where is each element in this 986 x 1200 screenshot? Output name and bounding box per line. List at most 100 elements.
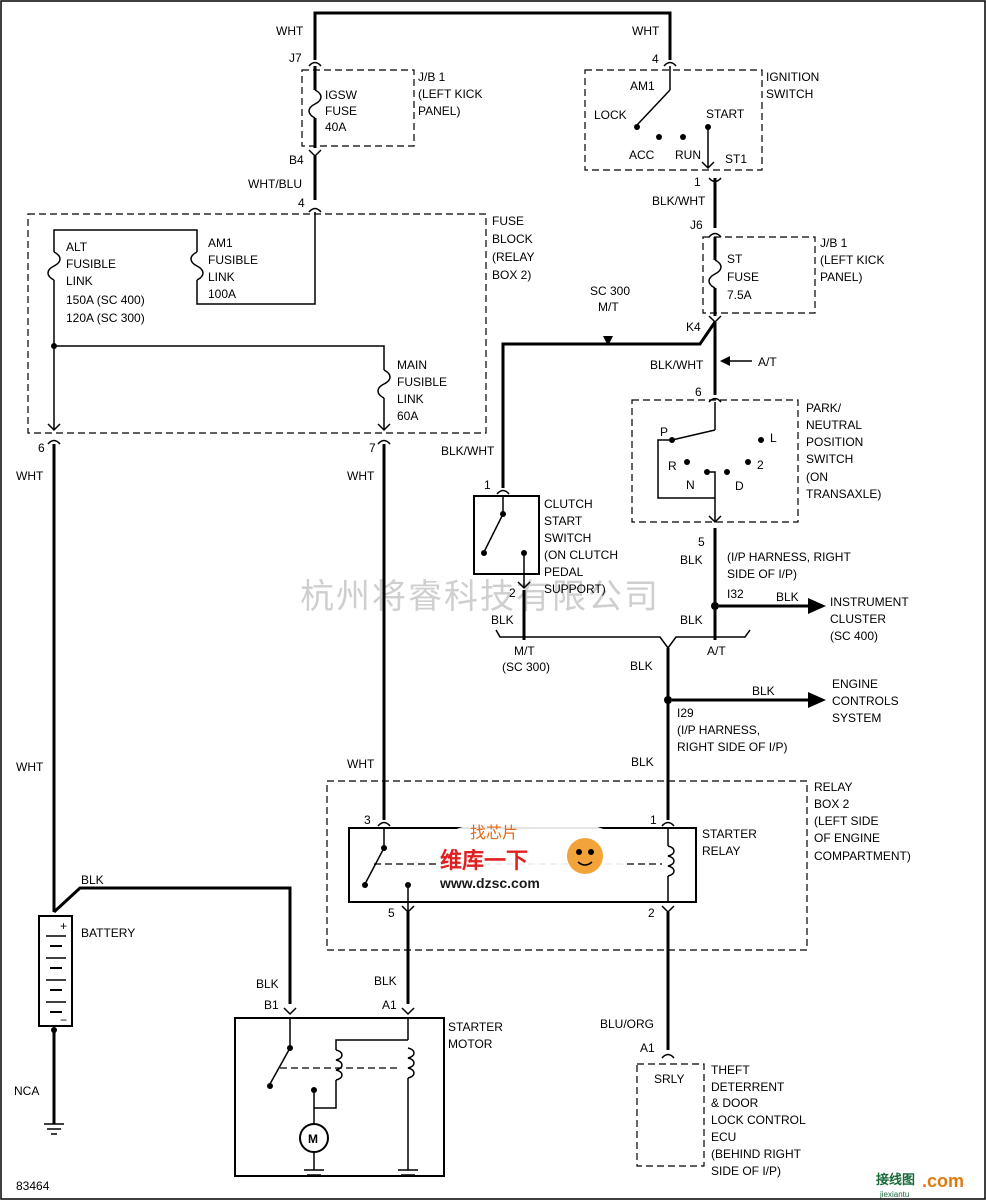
svg-text:COMPARTMENT): COMPARTMENT)	[814, 849, 911, 863]
svg-text:A/T: A/T	[707, 644, 726, 658]
svg-text:6: 6	[38, 441, 45, 455]
svg-text:(RELAY: (RELAY	[492, 250, 534, 264]
svg-text:STARTER: STARTER	[448, 1020, 503, 1034]
svg-text:SC 300: SC 300	[590, 284, 630, 298]
theft-deterrent-ecu: A1 SRLY THEFT DETERRENT & DOOR LOCK CONT…	[636, 1041, 806, 1178]
jb1-igsw-fuse: J7 B4 IGSW FUSE 40A J/B 1 (LEFT KICK PAN…	[248, 51, 482, 213]
svg-text:IGSW: IGSW	[325, 88, 358, 102]
svg-text:MAIN: MAIN	[397, 358, 427, 372]
svg-text:(ON CLUTCH: (ON CLUTCH	[544, 548, 618, 562]
i32-splice: I32 BLK INSTRUMENT CLUSTER (SC 400)	[711, 587, 909, 643]
svg-text:BOX 2): BOX 2)	[492, 268, 531, 282]
svg-text:BLK/WHT: BLK/WHT	[441, 444, 495, 458]
svg-text:(LEFT KICK: (LEFT KICK	[418, 87, 482, 101]
svg-text:WHT: WHT	[347, 469, 375, 483]
svg-text:AM1: AM1	[630, 79, 655, 93]
svg-text:K4: K4	[686, 320, 701, 334]
svg-text:B4: B4	[289, 153, 304, 167]
svg-text:TRANSAXLE): TRANSAXLE)	[806, 487, 881, 501]
battery: BLK + − BATTERY NCA	[14, 873, 292, 1135]
svg-text:A1: A1	[382, 998, 397, 1012]
svg-text:WHT: WHT	[16, 760, 44, 774]
svg-text:2: 2	[648, 906, 655, 920]
svg-text:RIGHT SIDE OF I/P): RIGHT SIDE OF I/P)	[677, 740, 787, 754]
svg-text:OF ENGINE: OF ENGINE	[814, 831, 880, 845]
svg-text:BLK: BLK	[374, 974, 397, 988]
svg-text:BLK/WHT: BLK/WHT	[652, 194, 706, 208]
svg-text:FUSIBLE: FUSIBLE	[208, 253, 258, 267]
svg-text:BLK: BLK	[630, 659, 653, 673]
svg-text:PEDAL: PEDAL	[544, 565, 584, 579]
svg-text:找芯片: 找芯片	[470, 823, 518, 842]
svg-text:LINK: LINK	[208, 270, 235, 284]
svg-text:M: M	[308, 1132, 318, 1146]
svg-text:ECU: ECU	[711, 1130, 736, 1144]
svg-text:(SC 400): (SC 400)	[830, 629, 878, 643]
svg-text:WHT: WHT	[276, 24, 304, 38]
svg-text:SIDE OF I/P): SIDE OF I/P)	[711, 1164, 781, 1178]
svg-text:& DOOR: & DOOR	[711, 1096, 759, 1110]
svg-text:BLU/ORG: BLU/ORG	[600, 1017, 654, 1031]
svg-text:PARK/: PARK/	[806, 401, 842, 415]
svg-text:5: 5	[698, 535, 705, 549]
svg-text:ACC: ACC	[629, 148, 655, 162]
svg-text:150A (SC 400): 150A (SC 400)	[66, 293, 145, 307]
svg-text:SUPPORT): SUPPORT)	[544, 582, 606, 596]
svg-text:SWITCH: SWITCH	[766, 87, 813, 101]
svg-text:IGNITION: IGNITION	[766, 70, 819, 84]
svg-text:ST: ST	[727, 252, 743, 266]
svg-text:维库一下: 维库一下	[440, 848, 528, 874]
svg-text:STARTER: STARTER	[702, 827, 757, 841]
clutch-start-switch: 1 CLUTCH START SWITCH (ON CLUTCH PEDAL S…	[473, 478, 618, 640]
fuse-block: FUSE BLOCK (RELAY BOX 2) ALT FUSIBLE LIN…	[27, 212, 534, 455]
svg-text:BLK: BLK	[631, 755, 654, 769]
svg-text:.com: .com	[922, 1171, 964, 1191]
svg-text:RELAY: RELAY	[702, 844, 740, 858]
svg-text:BOX 2: BOX 2	[814, 797, 850, 811]
i29-splice: BLK ENGINE CONTROLS SYSTEM I29 (I/P HARN…	[631, 677, 899, 769]
svg-text:接线图: 接线图	[876, 1172, 915, 1188]
svg-text:BLK: BLK	[81, 873, 104, 887]
svg-text:LOCK: LOCK	[594, 108, 627, 122]
svg-text:6: 6	[695, 385, 702, 399]
svg-text:FUSIBLE: FUSIBLE	[66, 257, 116, 271]
svg-text:POSITION: POSITION	[806, 435, 863, 449]
svg-text:START: START	[544, 514, 583, 528]
svg-text:BLK: BLK	[752, 684, 775, 698]
svg-text:120A (SC 300): 120A (SC 300)	[66, 311, 145, 325]
svg-text:BLK/WHT: BLK/WHT	[650, 358, 704, 372]
svg-text:(I/P HARNESS,: (I/P HARNESS,	[677, 723, 760, 737]
jb1-st-fuse: ST FUSE 7.5A J/B 1 (LEFT KICK PANEL) K4	[686, 236, 884, 334]
svg-text:N: N	[686, 478, 695, 492]
watermark-text: 杭州将睿科技有限公司	[300, 577, 660, 617]
svg-text:7: 7	[369, 441, 376, 455]
svg-text:CLUTCH: CLUTCH	[544, 497, 593, 511]
svg-text:LINK: LINK	[397, 392, 424, 406]
svg-text:1: 1	[694, 175, 701, 189]
wht-feed-wires: WHT WHT WHT WHT	[16, 444, 386, 912]
k4-branch-wires: SC 300 M/T BLK/WHT A/T BLK/WHT	[441, 284, 777, 488]
svg-text:A1: A1	[640, 1041, 655, 1055]
svg-text:FUSE: FUSE	[325, 104, 357, 118]
svg-text:WHT: WHT	[632, 24, 660, 38]
svg-text:1: 1	[484, 478, 491, 492]
svg-text:BATTERY: BATTERY	[81, 926, 135, 940]
svg-text:40A: 40A	[325, 120, 346, 134]
svg-text:J7: J7	[289, 51, 302, 65]
svg-text:THEFT: THEFT	[711, 1063, 750, 1077]
svg-text:60A: 60A	[397, 409, 418, 423]
svg-text:7.5A: 7.5A	[727, 288, 752, 302]
svg-text:I29: I29	[677, 706, 694, 720]
svg-text:PANEL): PANEL)	[820, 270, 862, 284]
corner-logo: 接线图 .com jiexiantu	[876, 1171, 964, 1199]
svg-text:BLK: BLK	[680, 613, 703, 627]
svg-text:+: +	[60, 919, 67, 933]
svg-text:FUSE: FUSE	[492, 214, 524, 228]
svg-text:SYSTEM: SYSTEM	[832, 711, 881, 725]
svg-text:B1: B1	[264, 998, 279, 1012]
svg-text:ST1: ST1	[725, 152, 747, 166]
svg-text:2: 2	[757, 458, 764, 472]
svg-text:(SC 300): (SC 300)	[502, 660, 550, 674]
